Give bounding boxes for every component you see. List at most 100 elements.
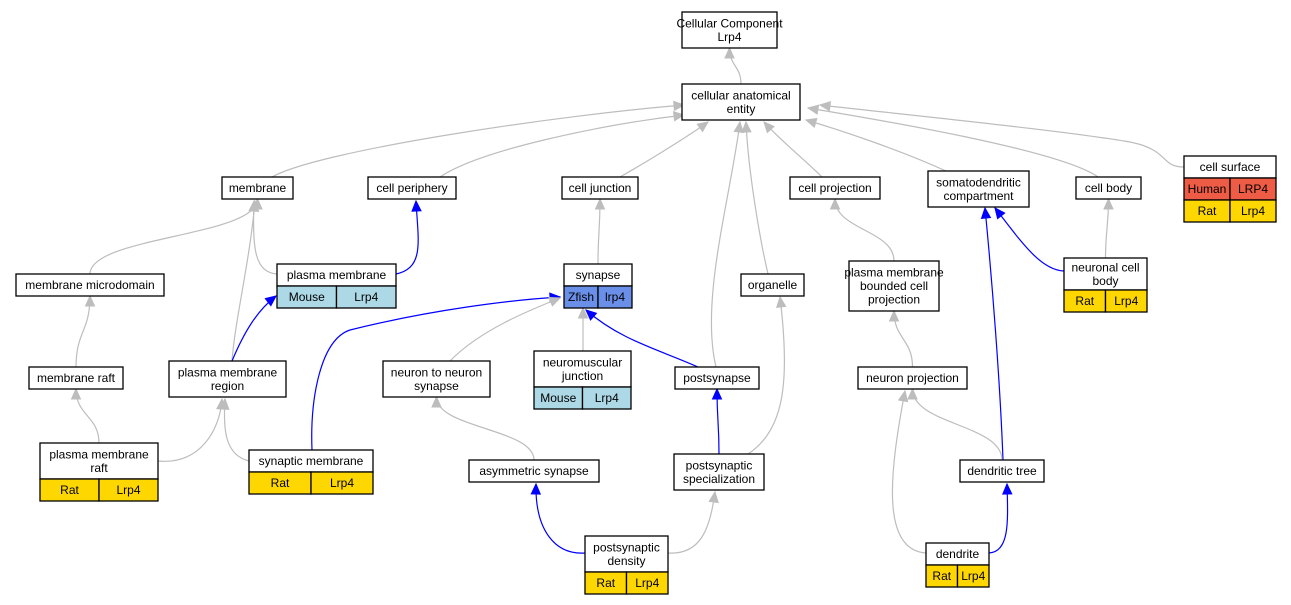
term-box — [561, 176, 639, 200]
term-label: postsynapse — [683, 371, 751, 385]
term-node-neuronproj[interactable]: neuron projection — [857, 366, 968, 390]
term-node-projection[interactable]: cell projection — [789, 176, 881, 200]
term-label: junction — [561, 369, 603, 383]
edge-pmraft-to-raft-arrowhead — [70, 387, 82, 400]
term-label: postsynaptic — [686, 458, 753, 472]
edge-synmem-to-pmregion-arrowhead — [219, 397, 230, 410]
annotation-gene: Lrp4 — [1241, 204, 1265, 218]
edge-periphery-to-cae-arrowhead — [672, 111, 686, 122]
term-label: density — [607, 554, 645, 568]
edge-neuronalbody-to-cellbody-arrowhead — [1103, 197, 1114, 210]
term-label: synapse — [414, 379, 459, 393]
term-label: raft — [90, 461, 108, 475]
term-node-periphery[interactable]: cell periphery — [367, 176, 457, 200]
term-box — [789, 176, 881, 200]
edge-cae-to-root-arrowhead — [724, 46, 735, 59]
term-label: synaptic membrane — [259, 454, 364, 468]
annotation-gene-cell — [597, 285, 633, 309]
edge-surface-to-cae — [819, 104, 1185, 168]
annotation-gene: Lrp4 — [330, 476, 354, 490]
term-label: membrane — [229, 181, 287, 195]
edge-psd-to-asym — [535, 483, 586, 554]
term-node-membrane[interactable]: membrane — [221, 176, 294, 200]
edge-pmbcp-to-projection — [834, 198, 895, 262]
edge-layer — [70, 46, 1185, 554]
term-box — [367, 176, 457, 200]
edge-psd-to-postspec — [667, 491, 716, 554]
term-node-asym[interactable]: asymmetric synapse — [468, 459, 600, 483]
term-label: somatodendritic — [936, 175, 1021, 189]
annotation-gene: Lrp4 — [116, 483, 140, 497]
term-label: plasma membrane — [844, 266, 944, 280]
term-label: cell periphery — [376, 181, 447, 195]
edge-pmregion-to-pm — [231, 295, 277, 362]
edge-cellbody-to-cae-arrowhead — [806, 104, 820, 115]
term-node-microdomain[interactable]: membrane microdomain — [15, 273, 165, 297]
annotation-species: Rat — [596, 576, 615, 590]
edge-dendtree-to-neuronproj — [911, 388, 1003, 461]
term-node-junction[interactable]: cell junction — [561, 176, 639, 200]
edge-junction-to-cae-arrowhead — [696, 121, 709, 133]
term-label: cellular anatomical — [691, 88, 790, 102]
term-node-raft[interactable]: membrane raft — [28, 366, 124, 390]
term-node-cellbody[interactable]: cell body — [1075, 176, 1142, 200]
annotation-gene-cell — [1229, 199, 1277, 223]
edge-pm-to-membrane — [252, 200, 278, 275]
edge-pmregion-to-membrane — [231, 200, 256, 362]
edge-raft-to-microdomain-arrowhead — [84, 294, 96, 307]
term-node-postsynapse[interactable]: postsynapse — [674, 366, 760, 390]
annotation-species: Rat — [271, 476, 290, 490]
annotation-gene: Lrp4 — [1114, 294, 1138, 308]
term-label: synapse — [576, 268, 621, 282]
term-label: specialization — [683, 472, 755, 486]
term-box — [674, 366, 760, 390]
annotation-species: Human — [1188, 182, 1227, 196]
term-label: cell projection — [798, 181, 871, 195]
term-label: neuron projection — [866, 371, 959, 385]
annotation-species: Zfish — [568, 290, 594, 304]
edge-membrane-to-cae-arrowhead — [673, 100, 686, 112]
edge-dendrite-to-neuronproj — [891, 390, 927, 554]
term-node-organelle[interactable]: organelle — [740, 273, 805, 297]
edge-pm-to-periphery — [395, 200, 419, 275]
edge-n2n-to-synapse — [449, 297, 561, 362]
term-node-dendtree[interactable]: dendritic tree — [959, 459, 1045, 483]
edge-postsynapse-to-cae — [710, 121, 741, 368]
term-box — [740, 273, 805, 297]
term-label: cell junction — [569, 181, 632, 195]
edge-nmj-to-synapse-arrowhead — [577, 306, 589, 319]
edge-synmem-to-synapse — [311, 296, 561, 451]
annotation-species: Rat — [60, 483, 79, 497]
term-box — [15, 273, 165, 297]
term-box — [39, 442, 159, 480]
edge-raft-to-microdomain — [75, 295, 91, 368]
annotation-gene-cell — [98, 478, 159, 502]
term-label: cell surface — [1200, 160, 1261, 174]
edge-n2n-to-synapse-arrowhead — [548, 297, 562, 307]
edge-asym-to-n2n — [435, 396, 535, 461]
annotation-gene: Lrp4 — [961, 569, 985, 583]
term-label: plasma membrane — [49, 447, 149, 461]
edge-synapse-to-junction-arrowhead — [594, 197, 606, 210]
term-label: Cellular Component — [676, 16, 783, 30]
edge-projection-to-cae-arrowhead — [763, 121, 775, 134]
edge-pmregion-to-pm-arrowhead — [264, 295, 277, 307]
annotation-gene-cell — [956, 564, 990, 588]
